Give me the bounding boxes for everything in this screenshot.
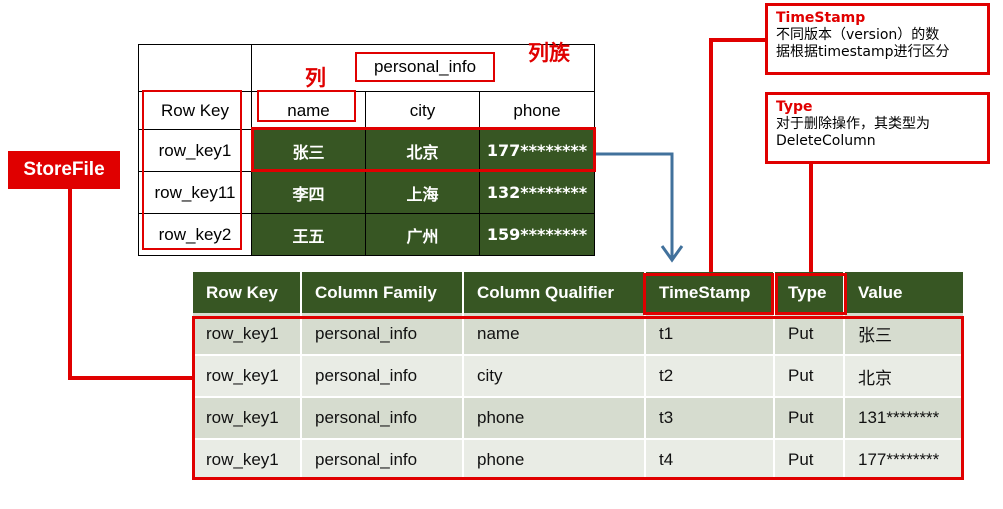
cell: Put xyxy=(774,439,845,482)
table-row: row_key1 personal_info phone t4 Put 177*… xyxy=(193,439,963,482)
header-value: Value xyxy=(844,272,963,313)
mapping-arrow-head xyxy=(660,245,684,263)
cell: t4 xyxy=(645,439,775,482)
column-header-name: name xyxy=(251,91,366,130)
cell: t1 xyxy=(645,313,775,356)
column-header-phone: phone xyxy=(479,91,595,130)
timestamp-callout: TimeStamp 不同版本（version）的数 据根据timestamp进行… xyxy=(765,3,990,75)
storefile-connector xyxy=(68,189,193,380)
table-row: row_key2 王五 广州 159******** xyxy=(138,213,595,256)
cell: personal_info xyxy=(301,439,464,482)
row-key-cell: row_key1 xyxy=(138,129,252,172)
column-family-label: 列族 xyxy=(528,41,570,65)
storefile-tag: StoreFile xyxy=(8,151,120,189)
data-cell: 上海 xyxy=(365,171,480,214)
cell: row_key1 xyxy=(193,313,302,356)
column-label: 列 xyxy=(305,66,326,90)
mapping-arrow xyxy=(595,152,674,258)
header-column-qualifier: Column Qualifier xyxy=(463,272,646,313)
row-key-cell: row_key11 xyxy=(138,171,252,214)
cell: personal_info xyxy=(301,313,464,356)
data-cell: 张三 xyxy=(251,129,366,172)
cell: 131******** xyxy=(844,397,963,440)
header-type: Type xyxy=(774,272,845,313)
table-row: row_key1 personal_info name t1 Put 张三 xyxy=(193,313,963,356)
row-key-highlight xyxy=(142,90,242,250)
timestamp-header-highlight xyxy=(643,273,774,315)
cell: row_key1 xyxy=(193,355,302,398)
data-cell: 132******** xyxy=(479,171,595,214)
data-cell: 159******** xyxy=(479,213,595,256)
timestamp-callout-line1: 不同版本（version）的数 xyxy=(776,27,940,43)
cell: Put xyxy=(774,355,845,398)
cell: personal_info xyxy=(301,355,464,398)
timestamp-callout-line2: 据根据timestamp进行区分 xyxy=(776,44,950,60)
cell: row_key1 xyxy=(193,397,302,440)
top-left-corner-cell xyxy=(138,44,252,92)
header-timestamp: TimeStamp xyxy=(645,272,775,313)
storefile-table: Row Key Column Family Column Qualifier T… xyxy=(193,272,963,482)
data-cell: 王五 xyxy=(251,213,366,256)
table-row: row_key1 personal_info phone t3 Put 131*… xyxy=(193,397,963,440)
table-row: row_key11 李四 上海 132******** xyxy=(138,171,595,214)
storefile-rows-highlight xyxy=(192,316,964,480)
timestamp-callout-title: TimeStamp xyxy=(776,10,866,26)
cell: personal_info xyxy=(301,397,464,440)
cell: name xyxy=(463,313,646,356)
table-row: row_key1 personal_info city t2 Put 北京 xyxy=(193,355,963,398)
header-row-key: Row Key xyxy=(193,272,302,313)
cell: t2 xyxy=(645,355,775,398)
data-cell: 177******** xyxy=(479,129,595,172)
column-family-box: personal_info xyxy=(355,52,495,82)
data-cell: 北京 xyxy=(365,129,480,172)
type-callout-line2: DeleteColumn xyxy=(776,133,876,149)
cell: phone xyxy=(463,397,646,440)
cell: 张三 xyxy=(844,313,963,356)
type-callout: Type 对于删除操作，其类型为 DeleteColumn xyxy=(765,92,990,164)
row-key1-highlight xyxy=(251,127,596,172)
type-callout-line1: 对于删除操作，其类型为 xyxy=(776,116,930,132)
type-header-highlight xyxy=(775,273,847,315)
cell: 177******** xyxy=(844,439,963,482)
data-cell: 广州 xyxy=(365,213,480,256)
cell: Put xyxy=(774,397,845,440)
row-key-header: Row Key xyxy=(138,91,252,130)
data-cell: 李四 xyxy=(251,171,366,214)
logical-table: Row Key name city phone row_key1 张三 北京 1… xyxy=(138,44,595,256)
column-header-city: city xyxy=(365,91,480,130)
cell: Put xyxy=(774,313,845,356)
cell: city xyxy=(463,355,646,398)
cell: t3 xyxy=(645,397,775,440)
table-row: row_key1 张三 北京 177******** xyxy=(138,129,595,172)
timestamp-connector xyxy=(709,38,766,274)
column-highlight xyxy=(257,90,356,122)
cell: 北京 xyxy=(844,355,963,398)
cell: phone xyxy=(463,439,646,482)
cell: row_key1 xyxy=(193,439,302,482)
header-column-family: Column Family xyxy=(301,272,464,313)
type-callout-title: Type xyxy=(776,99,813,115)
